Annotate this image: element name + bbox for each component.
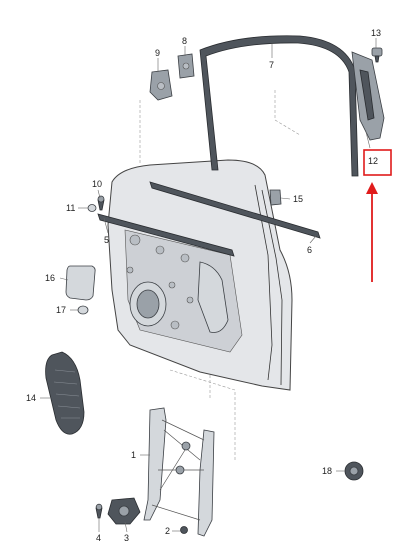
callout-14: 14	[26, 393, 36, 403]
callout-3: 3	[124, 533, 129, 543]
callout-12: 12	[368, 156, 378, 166]
part-16-cover	[65, 265, 96, 301]
highlight-arrow-head	[366, 182, 378, 194]
callout-16: 16	[45, 273, 55, 283]
part-12-pillar-trim	[351, 51, 385, 141]
callout-17: 17	[56, 305, 66, 315]
part-10-screw	[97, 195, 105, 211]
callout-6: 6	[307, 245, 312, 255]
part-2-nut	[180, 526, 188, 534]
part-11-clip	[87, 204, 97, 212]
leader-lines	[40, 38, 377, 533]
callout-8: 8	[182, 36, 187, 46]
part-3-motor	[107, 497, 141, 525]
callout-7: 7	[269, 60, 274, 70]
part-7-window-channel	[199, 35, 359, 177]
callout-4: 4	[96, 533, 101, 543]
callout-11: 11	[66, 203, 75, 213]
part-5-inner-seal	[97, 213, 235, 257]
callout-2: 2	[165, 526, 170, 536]
door-inner-panel	[107, 159, 293, 391]
callout-5: 5	[104, 235, 109, 245]
part-14-speaker-grille	[45, 351, 85, 435]
callout-15: 15	[293, 194, 303, 204]
part-8-bracket	[177, 53, 195, 79]
callout-labels: 9 8 7 13 12 10 11 5 15 6 16 17 14 1 18 2…	[26, 28, 381, 543]
part-15-clip	[269, 189, 282, 206]
callout-9: 9	[155, 48, 160, 58]
highlight-box	[363, 149, 392, 176]
part-17-plug	[77, 305, 89, 315]
part-4-bolt	[95, 503, 103, 519]
callout-13: 13	[371, 28, 381, 38]
callout-1: 1	[131, 450, 136, 460]
part-6-outer-seal	[149, 181, 321, 239]
highlight-callout-12	[363, 149, 392, 282]
callout-10: 10	[92, 179, 102, 189]
part-9-mirror-mount	[149, 69, 173, 101]
part-13-clip	[371, 47, 383, 63]
part-1-window-regulator	[143, 407, 215, 537]
callout-18: 18	[322, 466, 332, 476]
part-18-grommet	[344, 461, 364, 481]
